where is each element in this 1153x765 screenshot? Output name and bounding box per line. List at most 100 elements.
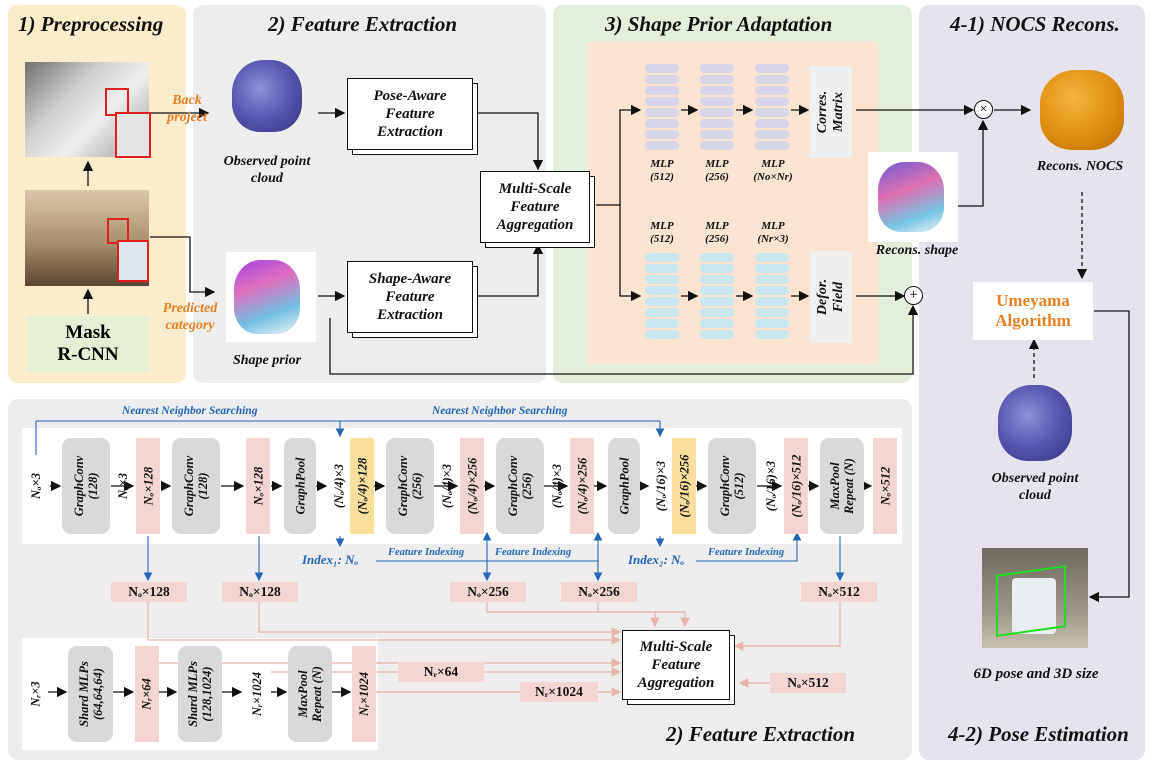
rgb-image <box>25 190 149 286</box>
graphconv-128-b <box>172 438 220 534</box>
feature-bar-no4-256-a <box>460 438 484 534</box>
dim-no16-3-a: (Nₒ/16)×3 <box>654 460 668 512</box>
dim-no16-512: (Nₒ/16)×512 <box>789 454 803 518</box>
mlp-bottom-label-3: MLP (Nr×3) <box>757 220 789 245</box>
feature-bar-no-128-b <box>246 438 270 534</box>
dim-no-3-a: Nₒ×3 <box>29 472 43 500</box>
mlp-top-256 <box>700 64 734 150</box>
shard-mlps-128 <box>178 646 222 742</box>
dim-no16-3-b: (Nₒ/16)×3 <box>764 460 778 512</box>
maxpool-repeat-a-label: MaxPool Repeat (N) <box>828 458 857 514</box>
mlp-bottom-256 <box>700 253 734 339</box>
mlp-top-512 <box>645 64 679 150</box>
dim-no4-128: (Nₒ/4)×128 <box>355 457 369 515</box>
index2-label: Index₂: Nₒ <box>628 552 685 567</box>
pose-aware-feature-extraction-box: Pose-Aware Feature Extraction <box>347 78 473 150</box>
graphconv-256-b-label: GraphConv (256) <box>506 455 534 517</box>
recons-shape-caption: Recons. shape <box>875 243 959 258</box>
feature-bar-no16-256 <box>672 438 696 534</box>
feature-bar-no4-128 <box>350 438 374 534</box>
shape-prior-adaptation-title: 3) Shape Prior Adaptation <box>605 12 833 36</box>
graphconv-512-label: GraphConv (512) <box>718 455 746 517</box>
pose-result-mug <box>1012 578 1056 634</box>
tag-no-512-a: Nₒ×512 <box>801 582 877 602</box>
mlp-bottom-nr-3 <box>755 253 789 339</box>
add-operator-icon: + <box>904 286 923 305</box>
feature-indexing-label-1: Feature Indexing <box>388 547 465 558</box>
dim-no-128-a: Nₒ×128 <box>141 466 155 506</box>
dim-no4-256-b: (Nₒ/4)×256 <box>575 457 589 515</box>
dim-nr-1024-a: Nᵣ×1024 <box>250 672 265 716</box>
rgb-bbox-large <box>117 240 149 282</box>
graphpool-a <box>284 438 316 534</box>
tag-no-128-b: Nₒ×128 <box>222 582 298 602</box>
graphconv-256-b <box>496 438 544 534</box>
mlp-top-label-1: MLP (512) <box>650 158 674 183</box>
mask-rcnn-box: Mask R-CNN <box>28 316 148 372</box>
preprocessing-title: 1) Preprocessing <box>18 12 164 36</box>
back-project-label: Back project <box>167 93 207 125</box>
graphpool-b <box>608 438 640 534</box>
mlp-top-no-nr <box>755 64 789 150</box>
tag-no-512-b: Nₒ×512 <box>770 673 846 693</box>
pose-bbox <box>996 565 1066 637</box>
graphpool-b-label: GraphPool <box>617 457 632 515</box>
tag-nr-64: Nᵣ×64 <box>398 662 484 682</box>
feature-bar-no-512 <box>873 438 897 534</box>
tag-nr-1024: Nᵣ×1024 <box>520 682 598 702</box>
feature-extraction-title: 2) Feature Extraction <box>268 12 458 36</box>
umeyama-algorithm-label: Umeyama Algorithm <box>995 291 1071 330</box>
tag-no-256-b: Nₒ×256 <box>561 582 637 602</box>
shape-prior-caption: Shape prior <box>232 353 302 368</box>
mlp-bottom-512 <box>645 253 679 339</box>
dim-no-512: Nₒ×512 <box>878 466 892 506</box>
index1-label: Index₁: Nₒ <box>302 552 359 567</box>
recons-nocs-image <box>1040 70 1124 150</box>
corres-matrix-box: Corres. Matrix <box>810 66 852 158</box>
dim-no4-3-a: (Nₒ/4)×3 <box>332 463 346 509</box>
multiply-operator-icon: × <box>974 100 993 119</box>
dim-no4-3-b: (Nₒ/4)×3 <box>440 463 454 509</box>
graphconv-128-a <box>62 438 110 534</box>
mlp-top-label-2: MLP (256) <box>705 158 729 183</box>
pose-label: 6D pose and 3D size <box>973 666 1099 682</box>
feature-bar-nr-1024 <box>352 646 376 742</box>
shape-aware-feature-extraction-box: Shape-Aware Feature Extraction <box>347 261 473 333</box>
feature-bar-no16-512 <box>784 438 808 534</box>
graphconv-128-b-label: GraphConv (128) <box>182 455 210 517</box>
mlp-bottom-label-2: MLP (256) <box>705 220 729 245</box>
mask-rcnn-label: Mask R-CNN <box>57 322 119 365</box>
maxpool-repeat-a <box>820 438 864 534</box>
mlp-bottom-label-1: MLP (512) <box>650 220 674 245</box>
multi-scale-feature-aggregation-detail-box: Multi-Scale Feature Aggregation <box>622 630 730 700</box>
corres-matrix-label: Corres. Matrix <box>815 90 846 134</box>
recons-shape-cup <box>878 162 944 232</box>
graphpool-a-label: GraphPool <box>293 457 308 515</box>
dim-no4-256-a: (Nₒ/4)×256 <box>465 457 479 515</box>
shard-mlps-64-label: Shard MLPs (64,64,64) <box>76 661 105 727</box>
tag-no-128-a: Nₒ×128 <box>111 582 187 602</box>
dim-nr-3: Nᵣ×3 <box>29 681 44 707</box>
graphconv-512 <box>708 438 756 534</box>
nearest-neighbor-label-1: Nearest Neighbor Searching <box>122 405 258 417</box>
depth-image <box>25 62 151 158</box>
pose-estimation-title: 4-2) Pose Estimation <box>948 722 1129 746</box>
shard-mlps-64 <box>68 646 113 742</box>
dim-nr-64: Nᵣ×64 <box>140 678 155 710</box>
graphconv-256-a-label: GraphConv (256) <box>396 455 424 517</box>
shard-mlps-128-label: Shard MLPs (128,1024) <box>186 661 214 727</box>
defor-field-label: Defor. Field <box>814 278 846 316</box>
recons-nocs-caption: Recons. NOCS <box>1036 159 1124 174</box>
multi-scale-feature-aggregation-box: Multi-Scale Feature Aggregation <box>480 171 590 243</box>
tag-no-256-a: Nₒ×256 <box>450 582 526 602</box>
nearest-neighbor-label-2: Nearest Neighbor Searching <box>432 405 568 417</box>
umeyama-algorithm-box: Umeyama Algorithm <box>973 282 1093 340</box>
observed-point-cloud-2-caption: Observed point cloud <box>991 471 1079 503</box>
dim-no4-3-c: (Nₒ/4)×3 <box>550 463 564 509</box>
dim-no-3-c: Nₒ×3 <box>116 472 130 500</box>
pose-result-image <box>982 548 1088 648</box>
graphconv-128-a-label: GraphConv (128) <box>72 455 100 517</box>
observed-point-cloud-2-image <box>998 385 1072 461</box>
feature-indexing-label-2: Feature Indexing <box>495 547 572 558</box>
